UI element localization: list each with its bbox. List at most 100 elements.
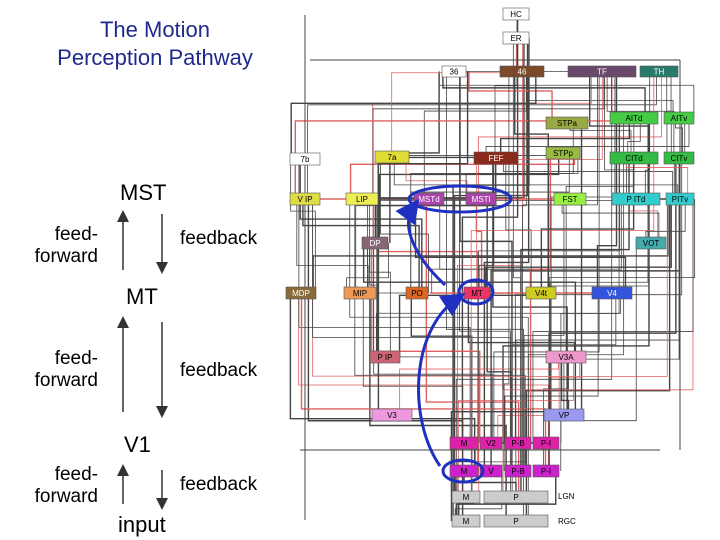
connection-line <box>514 118 683 443</box>
area-aitv: AITv <box>663 111 695 125</box>
area-label-citd: CITd <box>625 154 642 163</box>
connection-line <box>461 14 519 443</box>
connection-line <box>563 158 680 415</box>
area-vip: V IP <box>289 192 321 206</box>
level-input: input <box>118 512 166 537</box>
connection-line <box>296 199 369 293</box>
area-label-v3: V3 <box>387 411 397 420</box>
area-tf: TF <box>567 65 637 78</box>
connection-line <box>380 157 429 293</box>
area-label-fst: FST <box>562 195 577 204</box>
area-rgcp: P <box>483 514 549 528</box>
area-label-v2pb: P-B <box>511 439 524 448</box>
area-v2pi: P-I <box>532 436 560 450</box>
connection-line <box>560 357 570 415</box>
area-vp: VP <box>543 408 585 422</box>
arrow-v1-to-mt <box>417 292 466 467</box>
area-th: TH <box>639 65 679 78</box>
area-vot: VOT <box>635 236 667 250</box>
area-label-mip: MIP <box>353 289 367 298</box>
area-label-7b: 7b <box>301 155 310 164</box>
area-er: ER <box>502 31 530 45</box>
level-v1: V1 <box>124 432 151 457</box>
area-label-lip: LIP <box>356 195 368 204</box>
connection-line <box>289 293 476 471</box>
feedback-label-middle: feedback <box>180 360 258 381</box>
area-stpa: STPa <box>545 116 589 130</box>
area-label-stpa: STPa <box>557 119 578 128</box>
connection-line <box>494 14 518 158</box>
area-lgnm: M <box>451 490 481 504</box>
highlight-mt <box>457 278 495 306</box>
area-36: 36 <box>441 65 467 78</box>
area-label-lgnm: M <box>463 493 470 502</box>
area-label-fef: FEF <box>488 154 503 163</box>
area-label-pip: P IP <box>378 353 393 362</box>
area-label-pitd: P ITd <box>627 195 646 204</box>
area-46: 46 <box>499 65 545 78</box>
area-label-mstd: MSTd <box>418 195 439 204</box>
connection-line <box>561 199 660 243</box>
feedback-label-upper: feedback <box>180 228 258 249</box>
area-mstl: MSTl <box>465 192 497 206</box>
connection-line <box>298 159 471 443</box>
area-7b: 7b <box>289 152 321 166</box>
connection-line <box>455 471 557 521</box>
area-v2: V2 <box>479 436 503 450</box>
area-label-pitv: PITv <box>672 195 688 204</box>
area-po: PO <box>405 286 429 300</box>
connection-lines <box>289 14 696 521</box>
connection-line <box>459 71 511 497</box>
area-label-stpp: STPp <box>553 149 574 158</box>
connection-line <box>312 199 669 293</box>
connection-line <box>606 71 675 158</box>
area-label-v2pi: P-I <box>541 439 551 448</box>
area-citd: CITd <box>609 151 659 165</box>
area-v2m: M <box>449 436 479 450</box>
connection-line <box>393 157 679 199</box>
connection-line <box>467 293 576 357</box>
area-label-po: PO <box>411 289 423 298</box>
area-label-aitd: AITd <box>626 114 643 123</box>
connection-line <box>307 71 657 199</box>
area-label-rgcm: M <box>463 517 470 526</box>
connection-line <box>468 71 553 123</box>
area-label-v4: V4 <box>607 289 617 298</box>
connection-line <box>290 71 537 159</box>
connection-line <box>514 71 549 293</box>
area-pitv: PITv <box>665 192 695 206</box>
area-label-aitv: AITv <box>671 114 687 123</box>
area-label-v2: V2 <box>486 439 496 448</box>
connection-line <box>294 71 613 199</box>
connection-line <box>391 38 517 157</box>
area-v1pi: P-I <box>532 464 560 478</box>
area-lgnp: P <box>483 490 549 504</box>
area-label-vip: V IP <box>297 195 312 204</box>
feedforward-label-middle: feed-forward <box>34 348 98 391</box>
connection-line <box>373 243 493 443</box>
title-line-2: Perception Pathway <box>57 45 253 70</box>
area-label-v1pb: P-B <box>511 467 524 476</box>
connection-line <box>372 71 605 243</box>
area-label-th: TH <box>654 68 665 77</box>
area-label-36: 36 <box>450 68 459 77</box>
area-label-lgnp: P <box>513 493 518 502</box>
connection-line <box>476 71 603 293</box>
area-pitd: P ITd <box>611 192 661 206</box>
connection-line <box>548 199 696 415</box>
area-v2pb: P-B <box>504 436 532 450</box>
connection-line <box>442 71 646 118</box>
area-v4t: V4t <box>525 286 557 300</box>
area-label-v4t: V4t <box>535 289 548 298</box>
area-label-er: ER <box>510 34 521 43</box>
highlight-v1m <box>441 458 485 484</box>
connection-line <box>370 243 569 415</box>
area-v3a: V3A <box>545 350 587 364</box>
area-label-vp: VP <box>559 411 570 420</box>
area-label-v1pi: P-I <box>541 467 551 476</box>
connection-line <box>543 357 569 471</box>
area-v1pb: P-B <box>504 464 532 478</box>
connection-line <box>372 199 481 443</box>
area-label-mstl: MSTl <box>472 195 491 204</box>
